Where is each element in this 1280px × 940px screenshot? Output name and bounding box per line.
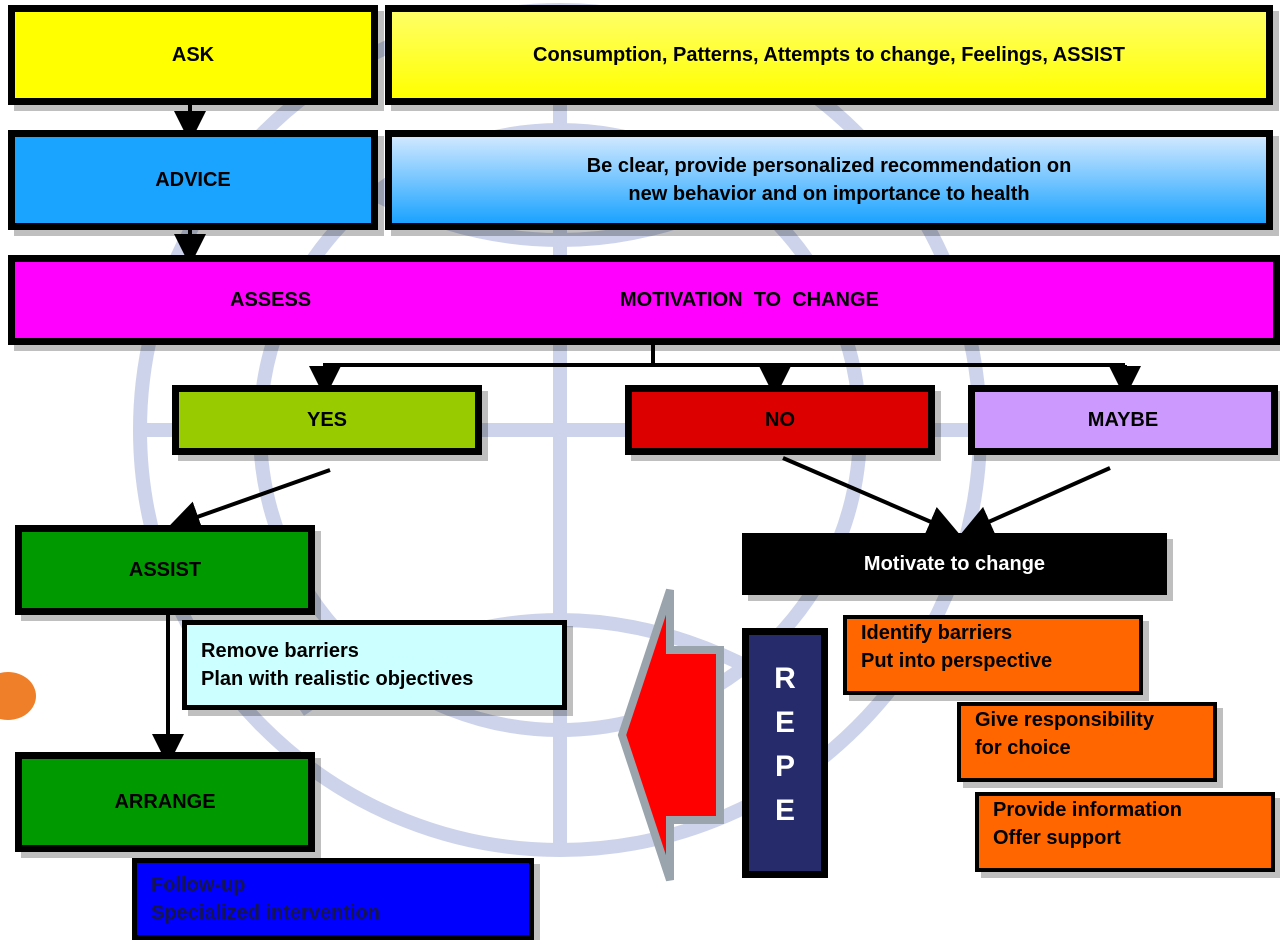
advice-box: ADVICE <box>8 130 378 230</box>
ask-label: ASK <box>171 44 215 66</box>
assist-detail-box: Remove barriers Plan with realistic obje… <box>182 620 567 710</box>
motivate-step-1: Identify barriers Put into perspective <box>843 615 1143 695</box>
arrange-detail-line2: Specialized intervention <box>151 902 380 924</box>
assess-label: ASSESS <box>230 289 312 311</box>
maybe-label: MAYBE <box>1087 409 1159 431</box>
motivate-step-2-line1: Give responsibility <box>975 709 1154 731</box>
advice-detail-box: Be clear, provide personalized recommend… <box>385 130 1273 230</box>
arrange-title: ARRANGE <box>114 791 216 813</box>
motivate-step-3: Provide information Offer support <box>975 792 1275 872</box>
motivate-step-1-line2: Put into perspective <box>861 650 1053 672</box>
assist-box: ASSIST <box>15 525 315 615</box>
repeat-column: R E P E <box>742 628 828 878</box>
assist-title: ASSIST <box>128 559 202 581</box>
ask-detail: Consumption, Patterns, Attempts to chang… <box>533 44 1125 66</box>
motivate-title: Motivate to change <box>863 553 1046 575</box>
repeat-arrow <box>617 588 724 882</box>
advice-detail-line1: Be clear, provide personalized recommend… <box>586 155 1072 177</box>
yes-label: YES <box>306 409 348 431</box>
assess-box: ASSESS MOTIVATION TO CHANGE <box>8 255 1280 345</box>
assess-detail: MOTIVATION TO CHANGE <box>620 289 879 311</box>
motivate-step-3-line2: Offer support <box>993 827 1121 849</box>
advice-detail-line2: new behavior and on importance to health <box>628 183 1030 205</box>
no-box: NO <box>625 385 935 455</box>
maybe-box: MAYBE <box>968 385 1278 455</box>
repeat-letter: E <box>774 706 795 739</box>
advice-label: ADVICE <box>155 169 231 191</box>
motivate-step-2: Give responsibility for choice <box>957 702 1217 782</box>
yes-box: YES <box>172 385 482 455</box>
repeat-letter: E <box>774 794 795 827</box>
ask-detail-box: Consumption, Patterns, Attempts to chang… <box>385 5 1273 105</box>
ask-box: ASK <box>8 5 378 105</box>
repeat-letter: R <box>774 662 796 695</box>
motivate-step-1-line1: Identify barriers <box>861 622 1013 644</box>
arrange-detail-line1: Follow-up <box>151 874 246 896</box>
motivate-box: Motivate to change <box>742 533 1167 595</box>
assist-detail-line1: Remove barriers <box>201 640 359 662</box>
no-label: NO <box>765 409 795 431</box>
repeat-letter: P <box>774 750 795 783</box>
arrange-box: ARRANGE <box>15 752 315 852</box>
arrange-detail-box: Follow-up Specialized intervention <box>132 858 534 940</box>
motivate-step-2-line2: for choice <box>975 737 1071 759</box>
assist-detail-line2: Plan with realistic objectives <box>201 668 474 690</box>
motivate-step-3-line1: Provide information <box>993 799 1182 821</box>
